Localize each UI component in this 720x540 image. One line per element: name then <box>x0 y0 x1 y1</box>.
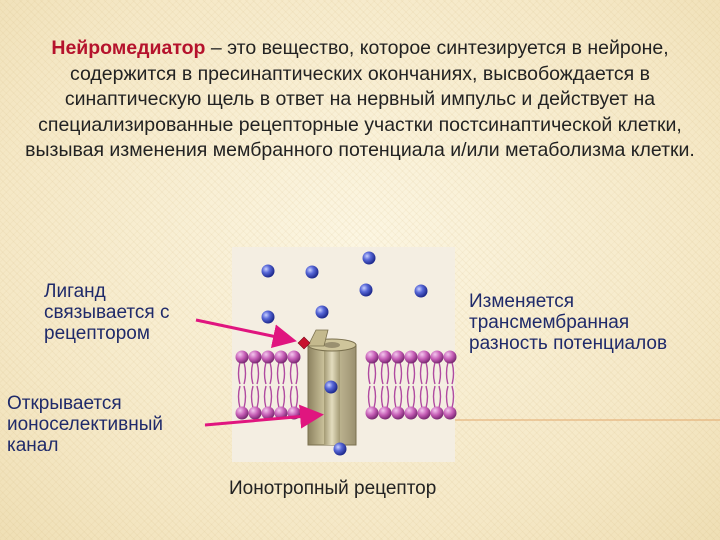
ligand-binds-label: Лиганд связывается с рецептором <box>44 281 214 344</box>
figure-caption: Ионотропный рецептор <box>229 478 509 499</box>
channel-opens-label: Открывается ионоселективный канал <box>7 393 217 456</box>
potential-changes-label: Изменяется трансмембранная разность поте… <box>469 291 709 354</box>
